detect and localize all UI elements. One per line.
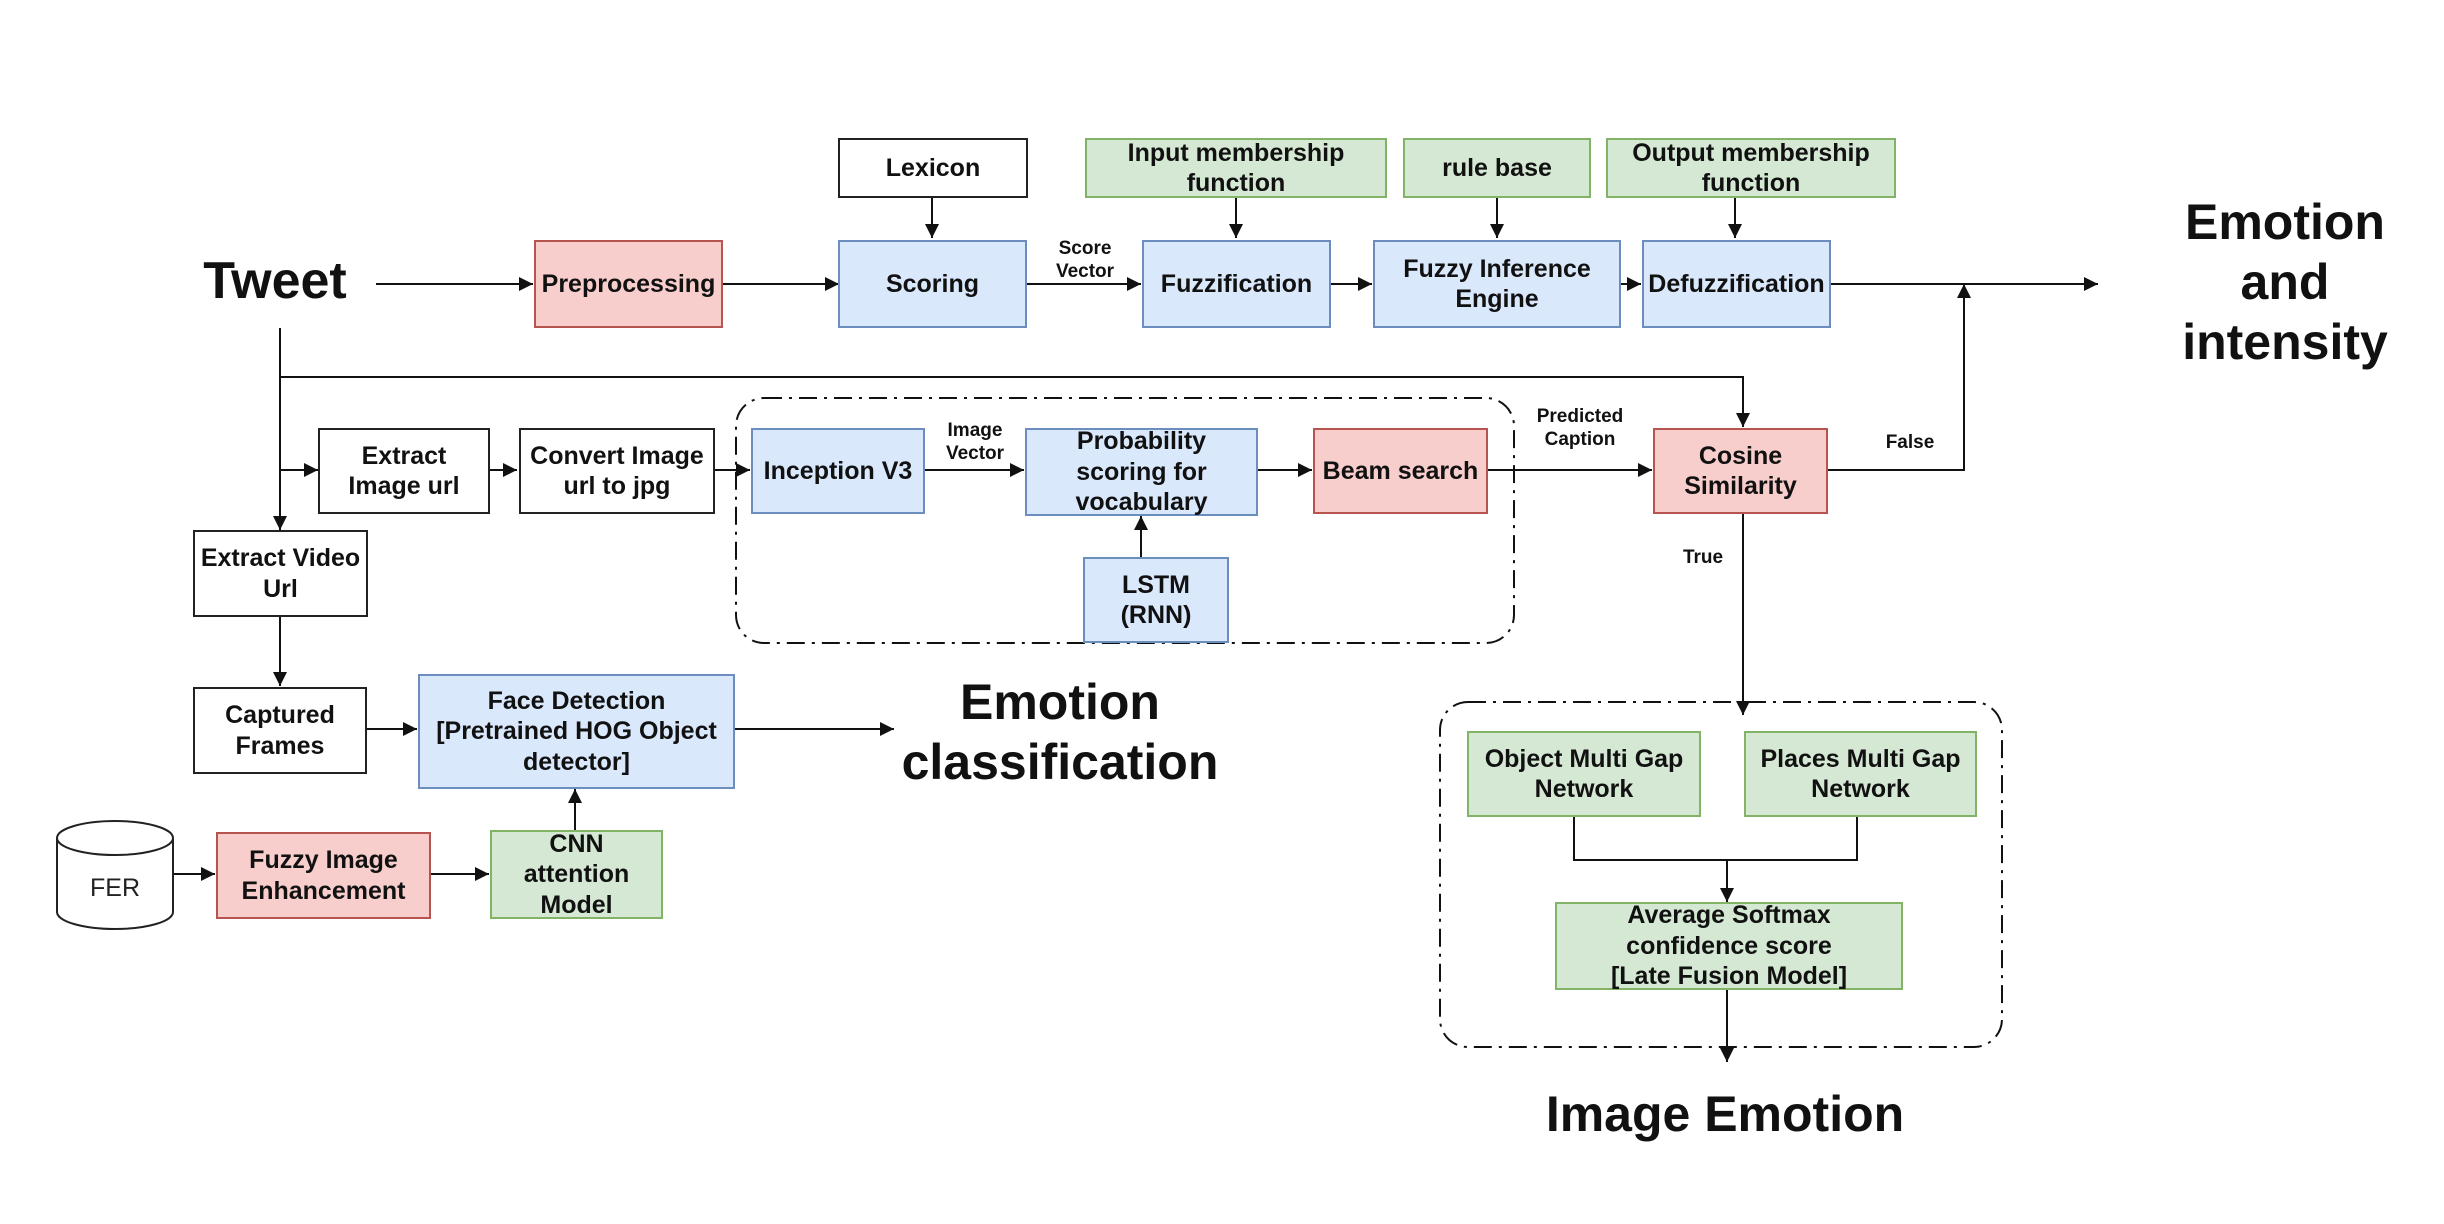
captured-frames-box: Captured Frames: [193, 687, 367, 774]
probability-scoring-box: Probability scoring for vocabulary: [1025, 427, 1258, 516]
line-places-to-merge: [1727, 815, 1858, 861]
predicted-caption-label: Predicted Caption: [1536, 406, 1624, 450]
face-detection-box: Face Detection [Pretrained HOG Object de…: [418, 674, 735, 789]
tweet-title: Tweet: [203, 252, 347, 310]
lstm-box: LSTM (RNN): [1083, 557, 1229, 643]
average-softmax-box: Average Softmax confidence score [Late F…: [1555, 901, 1903, 990]
inception-v3-box: Inception V3: [751, 428, 925, 514]
extract-video-url-box: Extract Video Url: [193, 530, 368, 617]
true-label: True: [1682, 547, 1724, 568]
cosine-similarity-box: Cosine Similarity: [1653, 428, 1828, 514]
arrow-tweet-to-cosine: [280, 376, 1750, 427]
image-emotion-group: [1439, 701, 2003, 1048]
rule-base-box: rule base: [1403, 138, 1591, 198]
fer-label: FER: [90, 874, 140, 902]
emotion-classification-title: Emotion classification: [901, 674, 1219, 790]
arrow-cosine-false: [1828, 284, 1971, 471]
fuzzy-image-enhancement-box: Fuzzy Image Enhancement: [216, 832, 431, 919]
fuzzy-inference-engine-box: Fuzzy Inference Engine: [1373, 240, 1621, 328]
cnn-attention-box: CNN attention Model: [490, 830, 663, 919]
fuzzification-box: Fuzzification: [1142, 240, 1331, 328]
extract-image-url-box: Extract Image url: [318, 428, 490, 514]
caption-model-group: [735, 397, 1515, 644]
input-membership-box: Input membership function: [1085, 138, 1387, 198]
output-membership-box: Output membership function: [1606, 138, 1896, 198]
defuzzification-box: Defuzzification: [1642, 240, 1831, 328]
preprocessing-box: Preprocessing: [534, 240, 723, 328]
image-vector-label: Image Vector: [945, 420, 1005, 464]
image-emotion-title: Image Emotion: [1545, 1086, 1905, 1142]
places-multi-gap-box: Places Multi Gap Network: [1744, 731, 1977, 817]
false-label: False: [1885, 432, 1935, 453]
score-vector-label: Score Vector: [1055, 238, 1115, 282]
line-object-to-merge: [1573, 815, 1727, 861]
object-multi-gap-box: Object Multi Gap Network: [1467, 731, 1701, 817]
beam-search-box: Beam search: [1313, 428, 1488, 514]
scoring-box: Scoring: [838, 240, 1027, 328]
lexicon-box: Lexicon: [838, 138, 1028, 198]
convert-image-box: Convert Image url to jpg: [519, 428, 715, 514]
fer-database-icon: [56, 820, 174, 930]
emotion-intensity-title: Emotion and intensity: [2182, 194, 2388, 370]
